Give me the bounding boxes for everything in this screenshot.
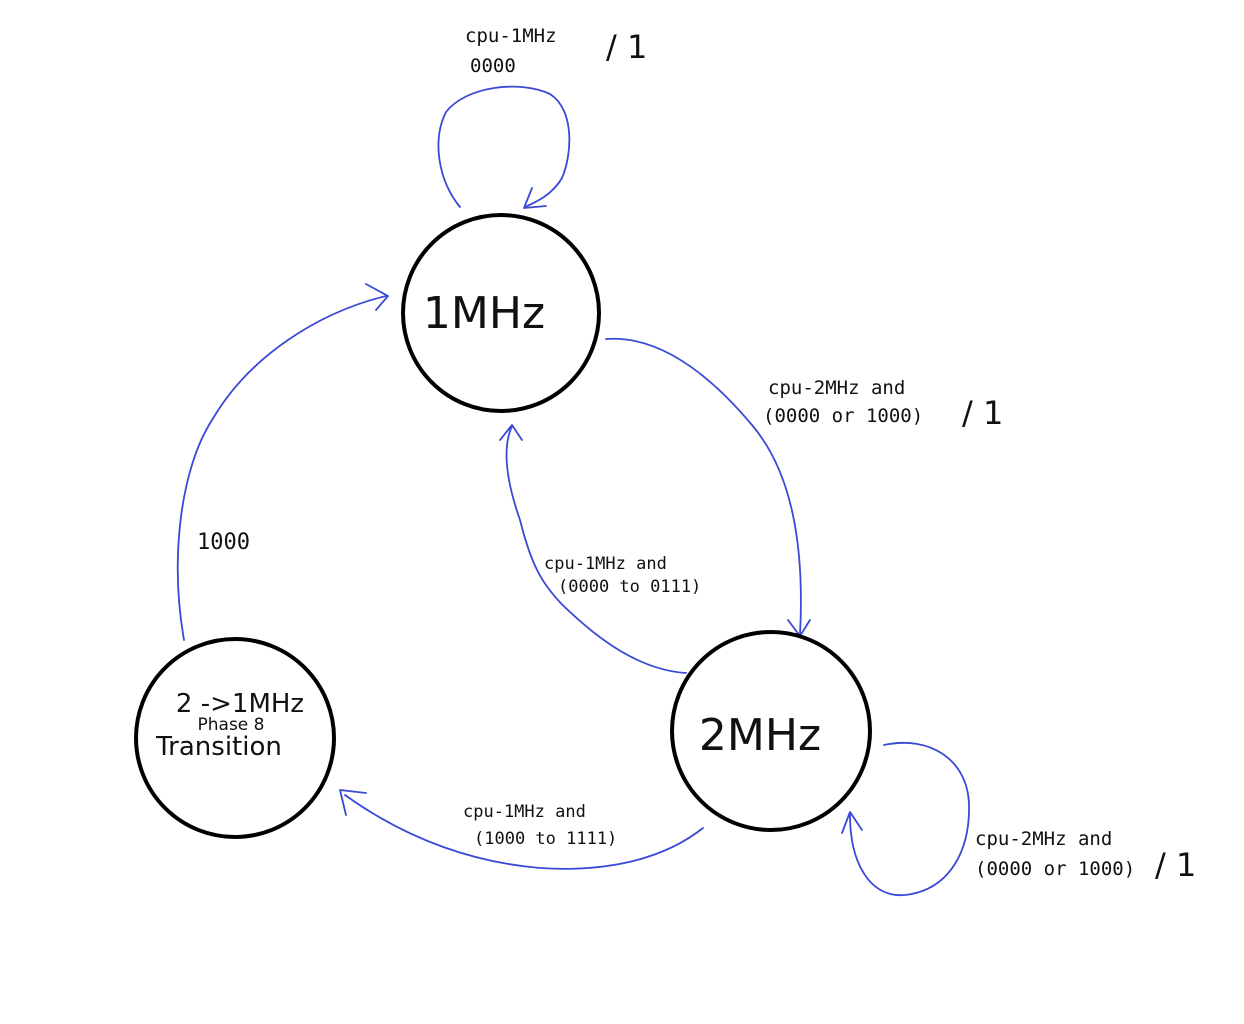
edge-2mhz-to-1mhz-arrowhead <box>499 424 523 441</box>
label-2mhz-to-transition-cond1: cpu-1MHz and <box>463 802 586 822</box>
state-2mhz: 2MHz <box>670 630 872 832</box>
label-self-1mhz-cond1: cpu-1MHz <box>465 25 557 47</box>
state-2mhz-label: 2MHz <box>699 710 821 761</box>
label-self-1mhz-cond2: 0000 <box>470 55 516 77</box>
edge-transition-to-1mhz <box>176 283 389 641</box>
edge-transition-to-1mhz-path <box>176 295 387 641</box>
edge-2mhz-to-transition <box>339 789 704 870</box>
label-1mhz-to-2mhz-cond2: (0000 or 1000) <box>763 405 923 427</box>
state-transition-line3: Transition <box>155 732 282 762</box>
label-transition-to-1mhz: 1000 <box>197 530 250 555</box>
label-1mhz-to-2mhz-output: / 1 <box>962 394 1003 432</box>
edge-2mhz-to-transition-path <box>344 794 704 870</box>
state-transition-line1: 2 ->1MHz <box>176 689 304 719</box>
edge-self-2mhz <box>841 741 970 896</box>
label-self-2mhz-output: / 1 <box>1155 846 1196 884</box>
label-1mhz-to-2mhz: cpu-2MHz and (0000 or 1000) / 1 <box>763 377 1003 432</box>
edge-1mhz-to-2mhz-path <box>605 337 802 636</box>
label-self-2mhz-cond1: cpu-2MHz and <box>975 828 1112 850</box>
edge-transition-to-1mhz-arrowhead <box>365 283 389 311</box>
label-2mhz-to-transition-cond2: (1000 to 1111) <box>474 829 617 849</box>
state-transition-line2: Phase 8 <box>198 715 265 735</box>
label-self-2mhz: cpu-2MHz and (0000 or 1000) / 1 <box>975 828 1196 884</box>
state-1mhz: 1MHz <box>401 213 601 413</box>
state-1mhz-circle <box>401 213 601 413</box>
edge-self-2mhz-path <box>849 741 970 896</box>
edge-self-1mhz-path <box>437 85 571 208</box>
label-self-2mhz-cond2: (0000 or 1000) <box>975 858 1135 880</box>
edge-self-1mhz <box>437 85 571 209</box>
label-self-1mhz: cpu-1MHz 0000 / 1 <box>465 25 647 77</box>
label-2mhz-to-1mhz-cond1: cpu-1MHz and <box>544 554 667 574</box>
label-transition-to-1mhz-cond1: 1000 <box>197 530 250 555</box>
state-2mhz-circle <box>670 630 872 832</box>
label-self-1mhz-output: / 1 <box>606 28 647 66</box>
edge-2mhz-to-transition-arrowhead <box>339 789 367 816</box>
state-1mhz-label: 1MHz <box>423 288 545 339</box>
state-transition-circle <box>134 637 336 839</box>
label-1mhz-to-2mhz-cond1: cpu-2MHz and <box>768 377 905 399</box>
label-2mhz-to-transition: cpu-1MHz and (1000 to 1111) <box>463 802 617 849</box>
edge-2mhz-to-1mhz-path <box>505 425 687 674</box>
edge-2mhz-to-1mhz <box>499 424 687 674</box>
label-2mhz-to-1mhz: cpu-1MHz and (0000 to 0111) <box>544 554 701 597</box>
label-2mhz-to-1mhz-cond2: (0000 to 0111) <box>558 577 701 597</box>
state-transition: 2 ->1MHz Phase 8 Transition <box>134 637 336 839</box>
edge-self-1mhz-arrowhead <box>523 187 547 209</box>
edge-self-2mhz-arrowhead <box>841 811 863 834</box>
